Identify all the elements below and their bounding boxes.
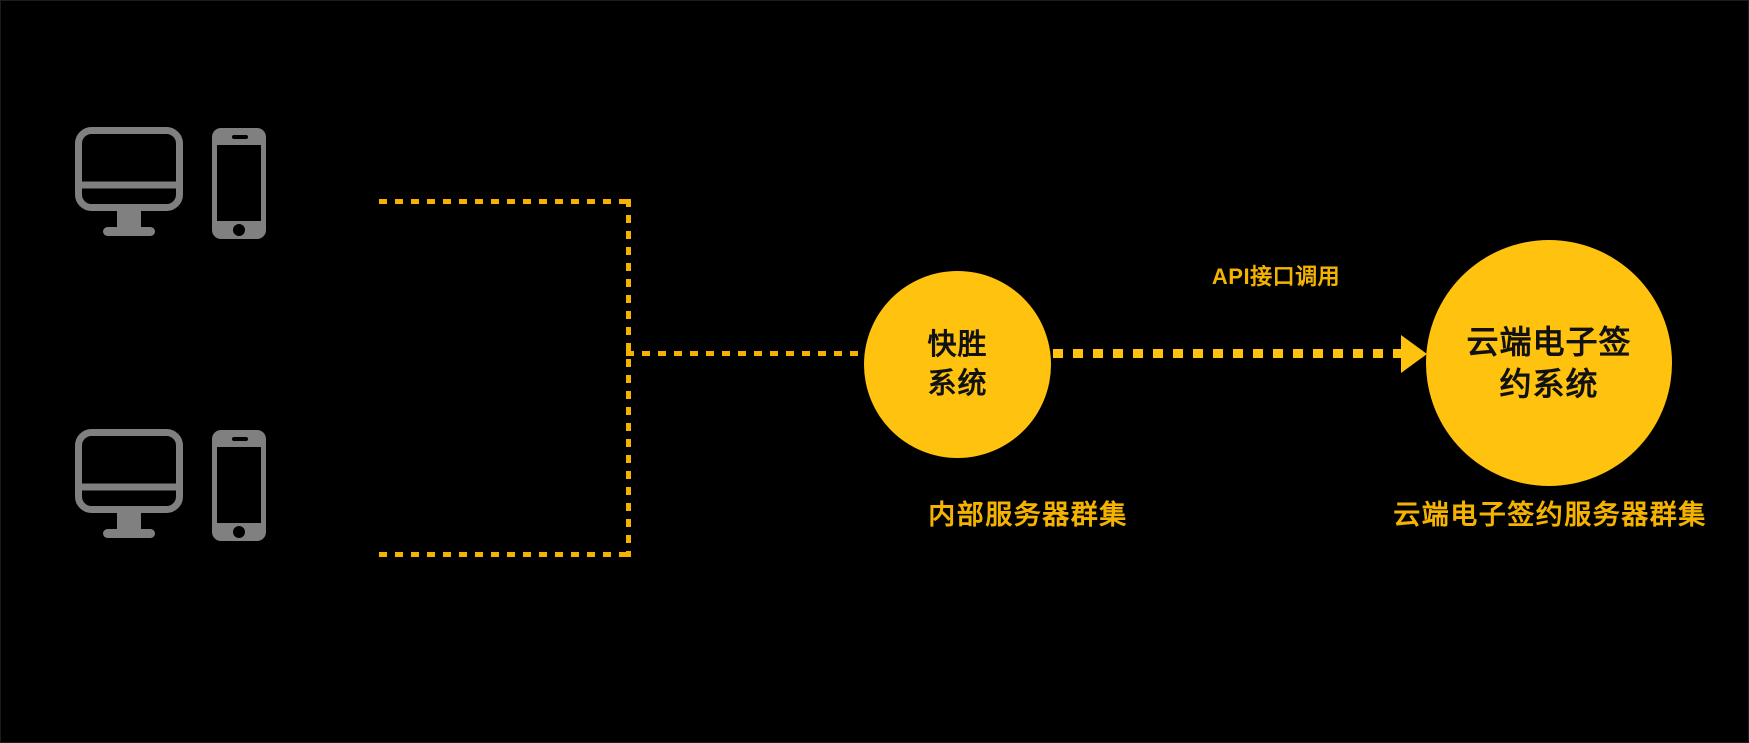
edge-label-api-call: API接口调用 — [1211, 264, 1341, 289]
mobile-phone-icon — [212, 128, 266, 239]
node-internal-system-label: 快胜 系统 — [927, 329, 988, 400]
device-group-bottom — [75, 429, 267, 542]
desktop-monitor-icon — [75, 127, 183, 236]
connector-vertical-bus — [626, 199, 631, 557]
mobile-phone-icon — [212, 430, 266, 541]
node-cloud-esign-system[interactable]: 云端电子签 约系统 — [1426, 240, 1672, 486]
desktop-monitor-icon — [75, 429, 183, 538]
connector-top-horizontal — [379, 199, 631, 204]
caption-cloud-esign-server-cluster: 云端电子签约服务器群集 — [1393, 500, 1707, 530]
node-cloud-esign-system-label: 云端电子签 约系统 — [1466, 323, 1632, 402]
arrowhead-into-cloud-system — [1401, 335, 1427, 373]
caption-internal-server-cluster: 内部服务器群集 — [928, 500, 1128, 530]
node-internal-system[interactable]: 快胜 系统 — [864, 271, 1051, 458]
connector-bottom-horizontal — [379, 552, 631, 557]
device-group-top — [75, 127, 267, 240]
connector-bus-to-internal — [626, 351, 941, 356]
connector-api-call — [1053, 349, 1413, 358]
